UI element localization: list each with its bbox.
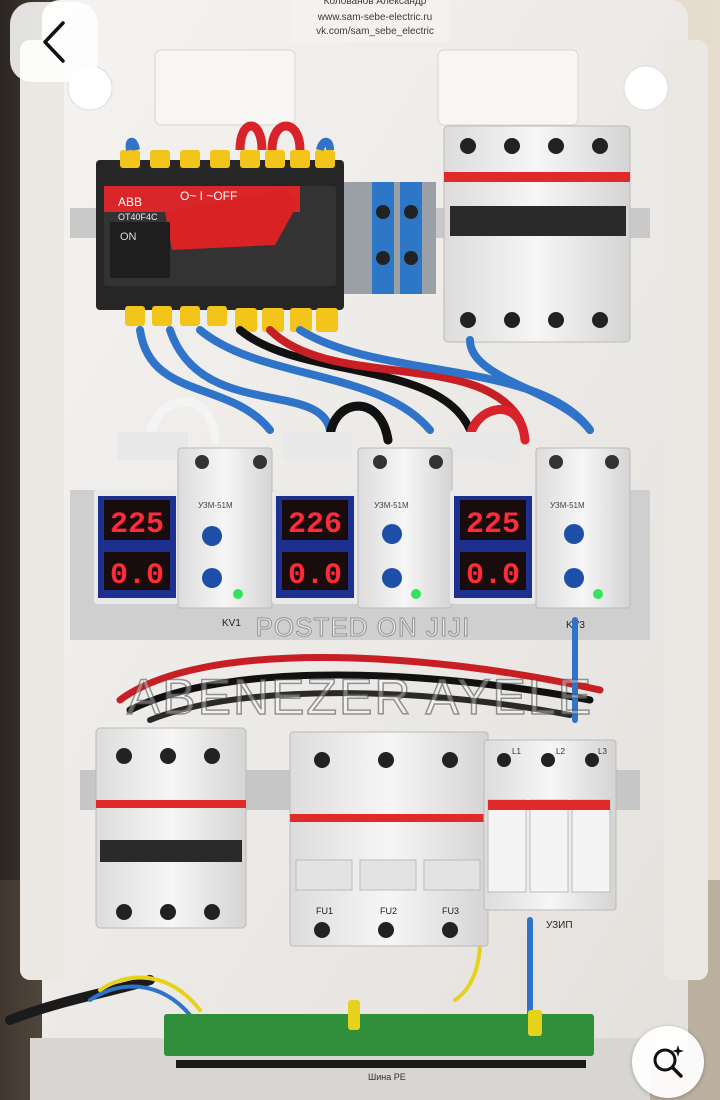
back-button[interactable]	[10, 2, 98, 82]
phase-l3: L3	[598, 747, 607, 756]
fuse-label-fu1: FU1	[316, 906, 333, 916]
caption-author: Колованов Александр	[323, 0, 427, 7]
surge-label: УЗИП	[546, 920, 573, 931]
fuse-label-fu2: FU2	[380, 906, 397, 916]
caption-vk: vk.com/sam_sebe_electric	[316, 26, 434, 37]
phase-l1: L1	[512, 747, 521, 756]
watermark-seller: ABENEZER AYELE	[126, 668, 594, 726]
watermark-posted: POSTED ON JIJI	[255, 612, 471, 643]
visual-search-button[interactable]	[632, 1026, 704, 1098]
switch-positions: O~ I ~OFF	[180, 189, 237, 203]
meter-3-current: 0.0	[466, 559, 520, 593]
switch-brand: ABB	[118, 195, 142, 209]
phase-l2: L2	[556, 747, 565, 756]
caption-site: www.sam-sebe-electric.ru	[317, 12, 433, 23]
visual-search-icon	[653, 1045, 684, 1078]
bus-label: Шина PE	[368, 1072, 406, 1082]
switch-model: OT40F4C	[118, 212, 158, 222]
rail-label-kv1: KV1	[222, 618, 241, 629]
relay-3-label: УЗМ-51М	[550, 501, 585, 510]
relay-1-label: УЗМ-51М	[198, 501, 233, 510]
meter-3-voltage: 225	[466, 508, 520, 542]
fuse-label-fu3: FU3	[442, 906, 459, 916]
meter-1-current: 0.0	[110, 559, 164, 593]
meter-2-voltage: 226	[288, 508, 342, 542]
relay-2-label: УЗМ-51М	[374, 501, 409, 510]
switch-on-label: ON	[120, 231, 137, 243]
chevron-left-icon	[43, 21, 65, 63]
meter-2-current: 0.0	[288, 559, 342, 593]
meter-1-voltage: 225	[110, 508, 164, 542]
